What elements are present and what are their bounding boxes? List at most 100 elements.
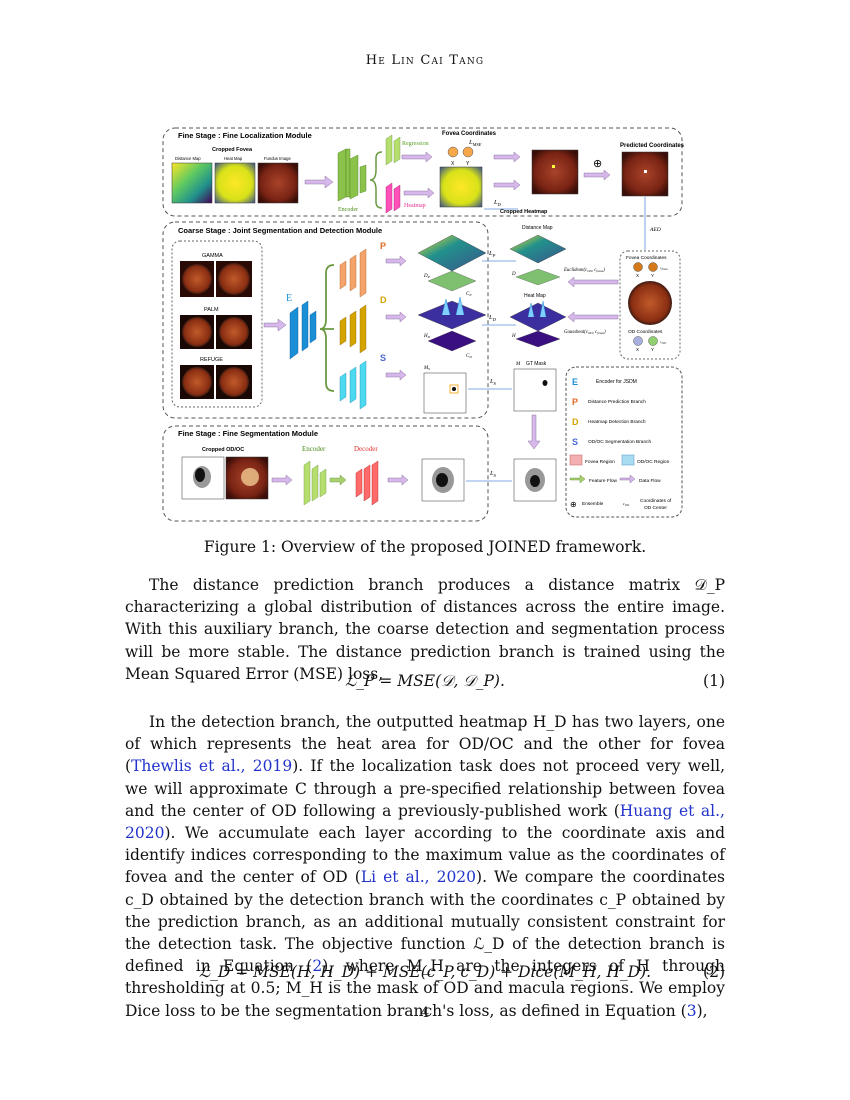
heatmap-label: Heatmap xyxy=(404,203,426,209)
legend-fovea-label: Fovea Region xyxy=(585,459,615,465)
gt-mask xyxy=(513,368,557,412)
branch-brace xyxy=(369,151,383,209)
od-coord-y xyxy=(648,336,658,346)
branch-d-blocks xyxy=(339,304,367,354)
predicted-coordinates-label: Predicted Coordinates xyxy=(620,143,685,149)
coarse-stage-title: Coarse Stage : Joint Segmentation and De… xyxy=(178,226,382,235)
paragraph-distance-text: The distance prediction branch produces … xyxy=(125,576,725,683)
feature-flow-arrow xyxy=(304,175,334,189)
fovea-y-circle xyxy=(462,146,474,158)
palm-eye-1 xyxy=(182,317,212,347)
equation-2-ref[interactable]: 2 xyxy=(312,957,323,976)
gt-distance-surface xyxy=(509,234,567,264)
ld-label-fine: LD xyxy=(493,199,502,207)
encoder-decoder-arrow xyxy=(329,474,347,486)
legend-ensemble-label: Ensemble xyxy=(582,501,604,507)
equation-1: ℒ_P = MSE(𝒟, 𝒟_P). (1) xyxy=(125,672,725,691)
s-out-arrow xyxy=(385,369,407,381)
branch-d-label: D xyxy=(380,295,387,305)
equation-2-body: ℒ_D = MSE(H, H_D) + MSE(c_P, c_D) + Dice… xyxy=(198,963,652,981)
predicted-fundus xyxy=(621,151,669,197)
ls-label-coarse: LS xyxy=(489,378,497,386)
legend-e: E xyxy=(572,377,578,387)
running-head: He Lin Cai Tang xyxy=(365,53,485,68)
gt-heat-peaks xyxy=(527,300,547,318)
p-out-arrow xyxy=(385,255,407,267)
branch-s-label: S xyxy=(380,353,386,363)
odoc-disc xyxy=(241,468,259,486)
odoc-mask-inner xyxy=(195,468,205,482)
gt-distance-map-label: Distance Map xyxy=(522,225,553,231)
legend-d-label: Heatmap Detection Branch xyxy=(588,419,646,425)
cp-label: CP xyxy=(466,292,472,297)
pred-heat-plane xyxy=(427,330,477,352)
fine-localization-title: Fine Stage : Fine Localization Module xyxy=(178,131,312,140)
citation-huang[interactable]: Huang et al., 2020 xyxy=(125,801,725,843)
dataset-to-encoder-arrow xyxy=(263,318,287,332)
lp-label: LP xyxy=(488,250,496,258)
gt-distance-plane xyxy=(515,268,561,286)
fovea-coordinates-label: Fovea Coordinates xyxy=(442,131,497,137)
heat-map-label: Heat Map xyxy=(224,156,243,161)
od-coordinates-label: OD Coordinates xyxy=(628,329,663,335)
fine-fundus-result xyxy=(531,149,579,195)
fovea-coord-y xyxy=(648,262,658,272)
gamma-eye-2 xyxy=(218,263,250,295)
coarse-stage-panel xyxy=(162,221,489,419)
coordinates-panel xyxy=(619,250,681,360)
euclidean-label: Euclidean(cOD, cfovea) xyxy=(563,268,605,273)
fovea-x-label: X xyxy=(451,161,455,167)
legend-p-label: Distance Prediction Branch xyxy=(588,399,646,405)
jsdm-brace xyxy=(319,264,335,392)
fine-seg-encoder-label: Encoder xyxy=(302,445,326,453)
framework-figure: Fine Stage : Fine Localization Module Cr… xyxy=(160,125,690,525)
pred-mask xyxy=(423,372,467,414)
pred-mask-region xyxy=(449,384,459,394)
pred-heat-peaks xyxy=(441,296,465,316)
cropped-odoc-label: Cropped OD/OC xyxy=(202,447,244,453)
decoder-out-arrow xyxy=(387,474,409,486)
fundus-image-thumb xyxy=(257,162,299,204)
dataset-panel xyxy=(171,240,263,408)
ensemble-symbol: ⊕ xyxy=(593,158,602,170)
paragraph-detection-branch: In the detection branch, the outputted h… xyxy=(125,711,725,1022)
fovea-coord-x-label: X xyxy=(636,273,639,278)
to-predicted-arrow xyxy=(583,169,611,181)
cropped-fovea-label: Cropped Fovea xyxy=(212,147,253,153)
gaussheat-label: Gaussheat(cOD, cfovea) xyxy=(564,330,606,335)
legend-coord-2: OD Center xyxy=(644,505,667,511)
gamma-label: GAMMA xyxy=(202,253,223,259)
fovea-x-circle xyxy=(447,146,459,158)
d-gt-label: D xyxy=(511,272,516,277)
encoder-e-label: E xyxy=(286,293,292,304)
refuge-label: REFUGE xyxy=(200,357,223,363)
distance-map-thumb xyxy=(171,162,213,204)
legend-ensemble-icon: ⊕ xyxy=(570,500,577,509)
heat-map-thumb xyxy=(214,162,256,204)
palm-label: PALM xyxy=(204,307,219,313)
euclid-arrow xyxy=(567,276,619,288)
legend-cod: cOD xyxy=(623,501,630,507)
predicted-marker xyxy=(644,170,647,173)
citation-li[interactable]: Li et al., 2020 xyxy=(360,868,477,887)
c-fovea-label: cfovea xyxy=(660,266,668,271)
equation-3-ref[interactable]: 3 xyxy=(686,1001,697,1020)
regression-blocks xyxy=(385,134,401,166)
legend-data-flow-icon xyxy=(619,474,636,484)
gaussheat-arrow xyxy=(567,311,619,323)
pred-distance-plane xyxy=(427,270,477,292)
pred-distance-surface xyxy=(417,234,487,272)
hd-label: HD xyxy=(423,334,431,339)
ld-label-coarse: LD xyxy=(488,314,497,322)
citation-thewlis[interactable]: Thewlis et al., 2019 xyxy=(131,757,293,776)
fovea-y-label: Y xyxy=(466,161,470,167)
legend-p: P xyxy=(572,397,578,407)
fine-seg-encoder-blocks xyxy=(303,460,327,506)
gt-mask-dot xyxy=(542,380,548,386)
legend-odoc-swatch xyxy=(621,454,635,466)
legend-fovea-swatch xyxy=(569,454,583,466)
fine-localization-panel xyxy=(162,127,683,217)
heatmap-blocks xyxy=(385,182,401,214)
refuge-eye-1 xyxy=(182,367,212,397)
h-gt-label: H xyxy=(511,334,516,339)
